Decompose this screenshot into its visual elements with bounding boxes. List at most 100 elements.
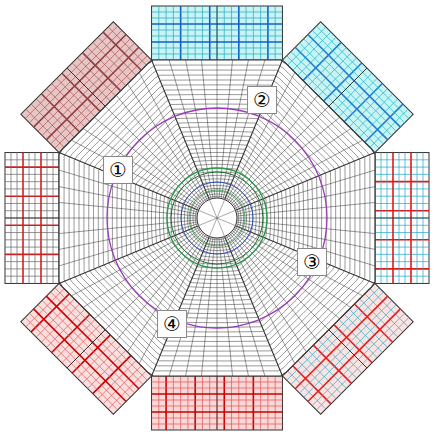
mesh-spoke [169,60,211,199]
panel-grid-line [375,174,429,175]
mesh-spoke [235,226,375,284]
mesh-spoke [231,106,329,204]
mesh-spoke [225,236,283,376]
mesh-spoke [235,140,363,208]
panel-grid-line [375,159,429,160]
mesh-spoke [59,220,197,234]
mesh-spoke [152,60,210,200]
panel-grid-line [238,6,240,60]
mesh-spoke [226,236,294,364]
mesh-spoke [59,202,197,216]
panel-grid-line [267,6,269,60]
mesh-spoke [71,140,199,208]
mesh-spoke [235,227,363,295]
inner-hole [197,198,237,238]
panel-grid-line [246,376,247,430]
panel-grid-line [5,210,59,211]
panel-grid-line [375,254,429,255]
panel-grid-line [180,6,182,60]
side-panel [375,153,429,284]
panel-grid-line [5,166,59,168]
hole-spoke [209,200,217,218]
mesh-spoke [217,238,218,376]
panel-grid-line [158,376,159,430]
panel-grid-line [246,6,247,60]
panel-grid-line [223,376,225,430]
panel-grid-line [375,268,429,270]
mesh-spoke [217,60,218,198]
mesh-spoke [83,129,200,207]
mesh-spoke [59,153,199,211]
callout-number: ③ [297,248,327,276]
mesh-spoke [221,60,249,198]
callout-number: ① [103,156,133,184]
panel-grid-line [187,6,188,60]
mesh-spoke [71,227,199,295]
mesh-octagon [59,60,375,376]
reference-circle [167,168,267,268]
panel-ground [375,153,429,284]
panel-grid-line [375,196,429,197]
panel-grid-line [165,376,167,430]
mesh-spoke [231,232,329,330]
panel-grid-line [202,6,203,60]
panel-grid-line [195,6,196,60]
panel-grid-line [209,376,210,430]
mesh-spoke [105,232,203,330]
panel-grid-line [5,195,59,197]
mesh-spoke [235,153,375,211]
panel-grid-line [5,181,59,182]
panel-grid-line [202,376,203,430]
panel-grid-line [375,203,429,204]
panel-grid-line [375,210,429,212]
panel-grid-line [166,6,167,60]
panel-ground [5,153,59,284]
mesh-spoke [128,235,206,352]
panel-grid-line [5,218,59,219]
mesh-spoke [225,60,283,200]
side-panels [5,6,429,430]
mesh-spoke [237,202,375,216]
panel-grid-line [5,247,59,248]
reference-circle [189,190,245,246]
side-panel [5,153,59,284]
mesh-spoke [234,229,351,307]
mesh-spoke [59,218,197,219]
panel-grid-line [267,376,268,430]
panel-grid-line [5,239,59,240]
panel-grid-line [5,224,59,226]
mesh-spoke [237,218,375,219]
mesh-ring [59,60,375,376]
panel-centre-line [67,330,105,368]
mesh-spoke [186,238,214,376]
mesh-spoke [228,84,306,201]
panel-grid-line [375,218,429,219]
panel-grid-line [5,188,59,189]
panel-grid-line [275,6,276,60]
panel-grid-line [375,232,429,233]
panel-grid-line [375,276,429,277]
mesh-spoke [59,224,198,266]
panel-grid-line [158,6,159,60]
panel-grid-line [238,376,239,430]
radial-mesh [59,60,375,376]
panel-grid-line [217,376,218,430]
mesh-spoke [237,187,375,215]
mesh-spoke [219,238,233,376]
callout-number: ④ [157,310,187,338]
panel-grid-line [375,167,429,168]
panel-grid-line [253,376,255,430]
panel-grid-line [25,26,118,119]
mesh-spoke [59,187,197,215]
panel-grid-line [5,261,59,262]
hole-spoke [199,218,217,226]
side-panel [152,376,283,430]
mesh-spoke [226,72,294,200]
panel-grid-line [260,376,261,430]
panel-grid-line [275,376,276,430]
panel-centre-line [375,218,429,219]
panel-centre-line [329,68,367,106]
panel-grid-line [5,254,59,256]
